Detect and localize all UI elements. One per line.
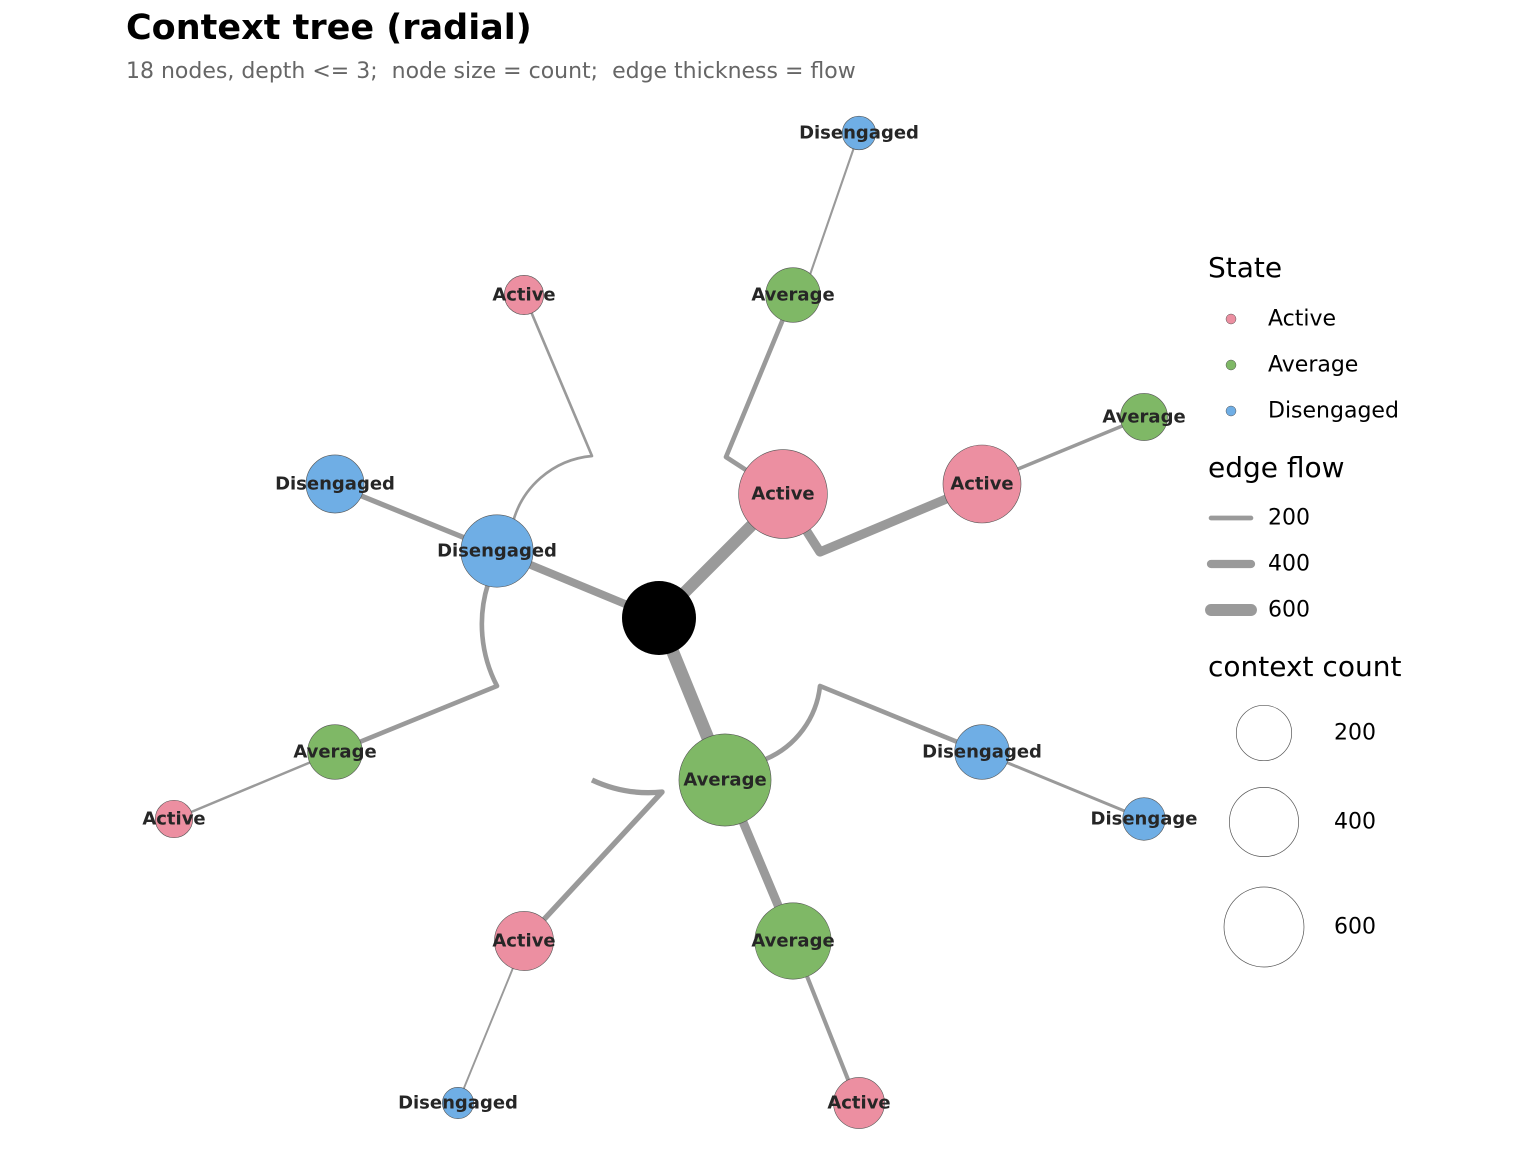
legend-flow-label-400: 400 bbox=[1268, 552, 1310, 577]
edge-n11-n12 bbox=[522, 777, 665, 943]
node-n3-disengaged bbox=[841, 115, 877, 151]
node-label-n5: Average bbox=[1102, 407, 1185, 428]
node-n14-average bbox=[754, 902, 832, 980]
node-label-n1: Active bbox=[751, 484, 814, 505]
node-n10-active bbox=[154, 799, 194, 839]
legend-flow-title: edge flow bbox=[1208, 451, 1345, 484]
node-n13-disengaged bbox=[442, 1087, 474, 1119]
node-label-n2: Average bbox=[751, 285, 834, 306]
root-node bbox=[622, 581, 696, 655]
legend-count-circle-200 bbox=[1235, 704, 1293, 762]
node-n9-average bbox=[307, 724, 363, 780]
legend-swatch-active bbox=[1225, 313, 1237, 325]
node-label-n10: Active bbox=[142, 809, 205, 830]
node-label-n8: Active bbox=[492, 285, 555, 306]
legend-count-label-600: 600 bbox=[1334, 915, 1376, 940]
edge-n6-n8 bbox=[510, 294, 594, 527]
node-label-n4: Active bbox=[950, 474, 1013, 495]
legend-state-title: State bbox=[1208, 251, 1282, 284]
node-n16-disengaged bbox=[954, 724, 1010, 780]
node-label-n9: Average bbox=[293, 742, 376, 763]
node-n12-active bbox=[494, 911, 554, 971]
node-n11-average bbox=[678, 733, 772, 827]
legend-label-active: Active bbox=[1268, 307, 1336, 332]
legend-swatch-average bbox=[1225, 359, 1237, 371]
node-n15-active bbox=[833, 1077, 885, 1129]
node-layer: ActiveAverageDisengagedActiveAverageDise… bbox=[142, 115, 1198, 1129]
legend-flow-label-600: 600 bbox=[1268, 598, 1310, 623]
legend-count-circle-600 bbox=[1223, 886, 1305, 968]
node-label-n15: Active bbox=[827, 1093, 890, 1114]
chart-title: Context tree (radial) bbox=[126, 8, 532, 48]
node-n7-disengaged bbox=[305, 454, 365, 514]
node-label-n12: Active bbox=[492, 931, 555, 952]
legend-swatch-disengaged bbox=[1225, 405, 1237, 417]
node-label-n14: Average bbox=[751, 931, 834, 952]
legend-count-title: context count bbox=[1208, 650, 1401, 683]
node-n1-active bbox=[738, 449, 828, 539]
legend-count-label-200: 200 bbox=[1334, 721, 1376, 746]
legend-label-disengaged: Disengaged bbox=[1268, 399, 1399, 424]
chart-subtitle: 18 nodes, depth <= 3; node size = count;… bbox=[126, 59, 856, 84]
node-label-n13: Disengaged bbox=[398, 1093, 518, 1114]
node-n5-average bbox=[1120, 393, 1168, 441]
legend-count-label-400: 400 bbox=[1334, 810, 1376, 835]
node-label-n6: Disengaged bbox=[437, 541, 557, 562]
node-n17-disengaged bbox=[1122, 797, 1166, 841]
node-n2-average bbox=[765, 267, 821, 323]
node-label-n11: Average bbox=[683, 770, 766, 791]
node-label-n3: Disengaged bbox=[799, 123, 919, 144]
edge-n6-n9 bbox=[334, 583, 500, 755]
node-n8-active bbox=[504, 275, 544, 315]
legend-label-average: Average bbox=[1268, 353, 1358, 378]
node-label-n7: Disengaged bbox=[275, 474, 395, 495]
node-n4-active bbox=[942, 444, 1022, 524]
edge-n11-n16 bbox=[765, 683, 983, 762]
node-label-n17: Disengage bbox=[1091, 809, 1198, 830]
node-label-n16: Disengaged bbox=[922, 742, 1042, 763]
legend-flow-label-200: 200 bbox=[1268, 506, 1310, 531]
legend-count-circle-400 bbox=[1229, 787, 1299, 857]
node-n6-disengaged bbox=[460, 514, 534, 588]
